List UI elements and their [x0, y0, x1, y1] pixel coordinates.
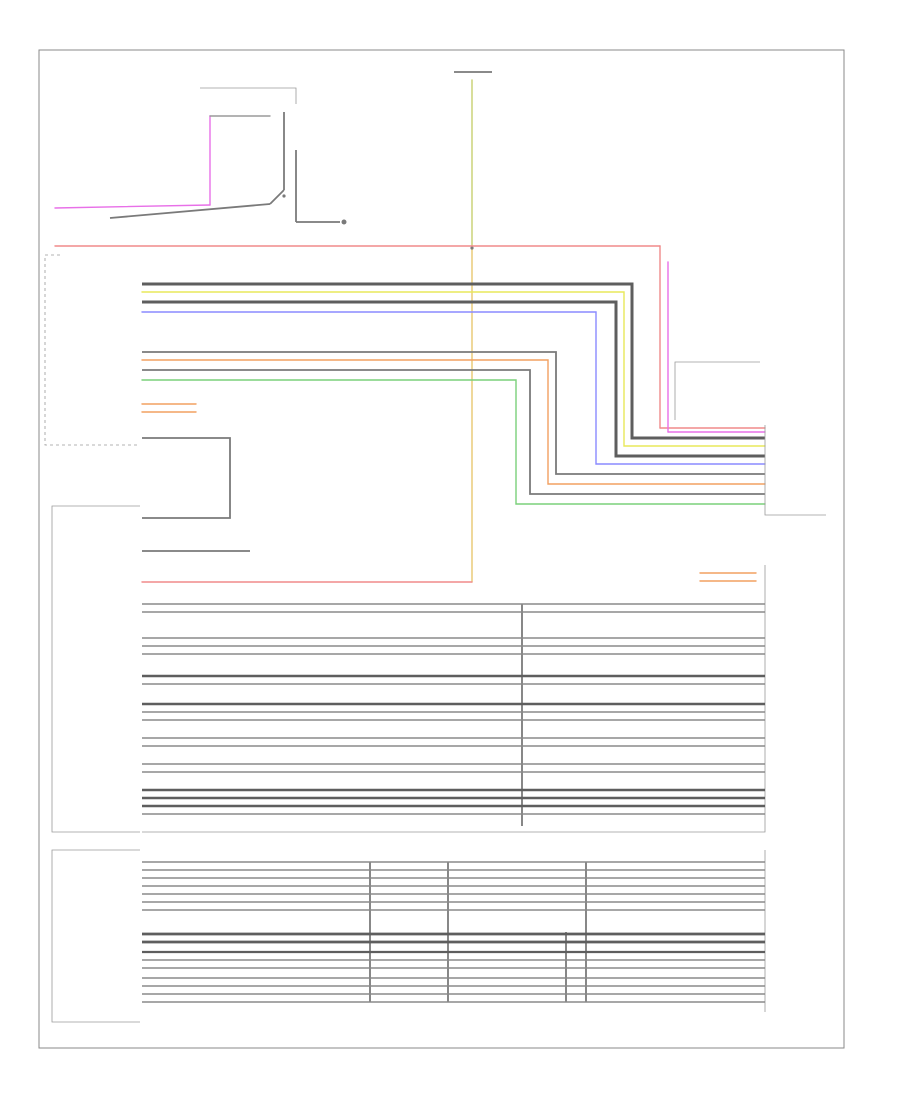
diagram-frame: [38, 49, 845, 1049]
left-module: [51, 505, 766, 833]
top-component: [54, 87, 347, 225]
fuse-block: [454, 71, 492, 583]
module-bus-lines: [142, 603, 765, 815]
radio-unit: [44, 245, 766, 519]
panel-bus-lines: [142, 861, 765, 1003]
right-connector: [674, 361, 826, 516]
bottom-panel: [51, 849, 766, 1023]
